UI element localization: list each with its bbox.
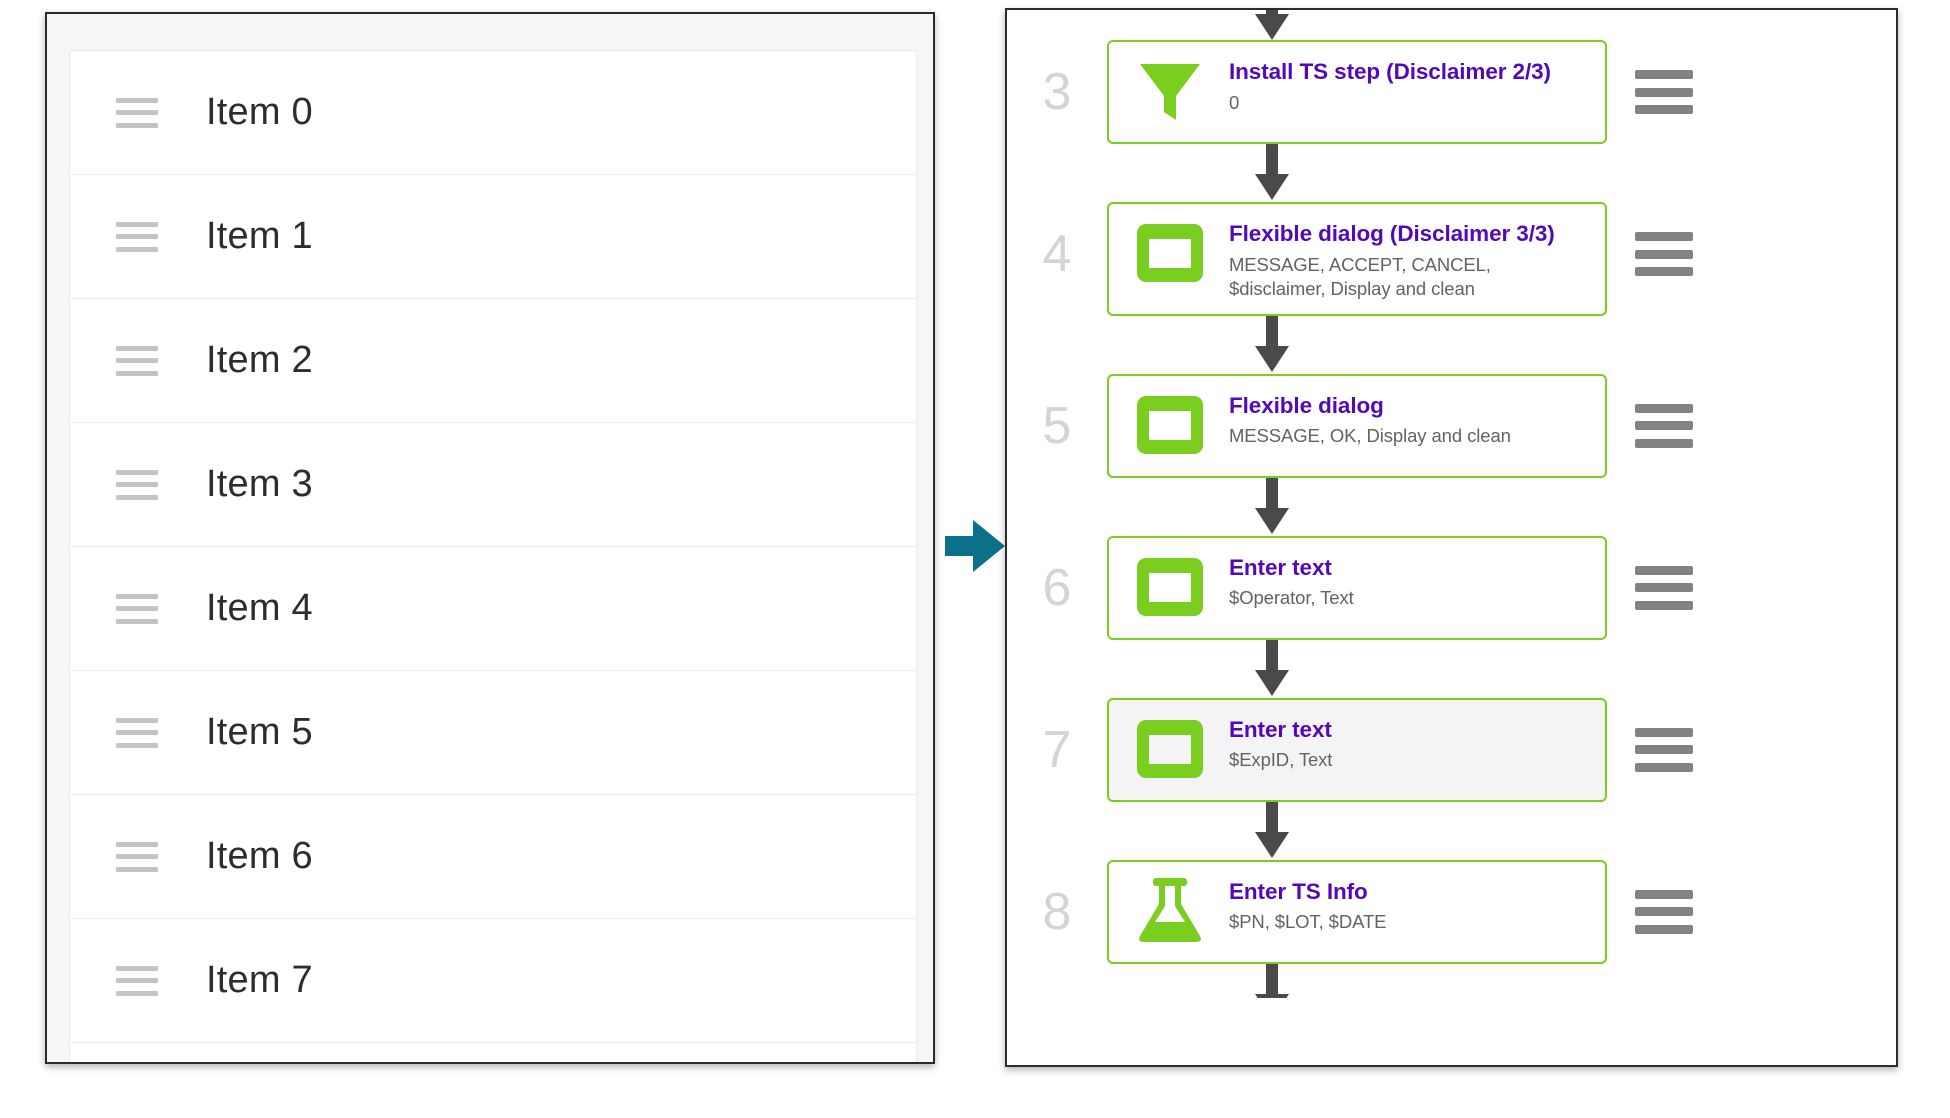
step-number: 7	[1042, 720, 1072, 779]
down-arrow-icon	[1250, 315, 1294, 374]
step-number: 6	[1042, 558, 1072, 617]
step-drag-handle-icon[interactable]	[1635, 565, 1693, 610]
drag-grip-icon[interactable]	[116, 717, 158, 748]
step-card[interactable]: Enter text $ExpID, Text	[1107, 697, 1607, 802]
step-text: Flexible dialog (Disclaimer 3/3) MESSAGE…	[1229, 217, 1591, 301]
flow-connector-incoming	[1007, 10, 1896, 40]
workflow-panel: 3 Install TS step (Disclaimer 2/3) 0	[1005, 8, 1898, 1067]
down-arrow-icon	[1250, 477, 1294, 536]
step-text: Enter text $ExpID, Text	[1229, 713, 1591, 773]
list-item-label: Item 1	[206, 215, 313, 257]
step-card[interactable]: Enter TS Info $PN, $LOT, $DATE	[1107, 859, 1607, 964]
step-drag-handle-icon[interactable]	[1635, 889, 1693, 934]
step-title: Flexible dialog	[1229, 392, 1384, 418]
step-number: 5	[1042, 396, 1072, 455]
list-item-label: Item 6	[206, 835, 313, 877]
down-arrow-icon	[1250, 144, 1294, 202]
step-drag-handle-icon[interactable]	[1635, 727, 1693, 772]
down-arrow-icon	[1250, 963, 1294, 998]
step-number: 8	[1042, 882, 1072, 941]
list-item[interactable]: Item 3	[70, 423, 916, 547]
list-item-label: Item 0	[206, 91, 313, 133]
dialog-icon	[1131, 551, 1209, 623]
down-arrow-icon	[1250, 10, 1294, 40]
list-item[interactable]: Item 5	[70, 671, 916, 795]
list-item-label: Item 2	[206, 339, 313, 381]
flask-icon	[1131, 875, 1209, 947]
step-card[interactable]: Install TS step (Disclaimer 2/3) 0	[1107, 40, 1607, 144]
flow-connector	[1007, 639, 1896, 698]
step-title: Enter TS Info	[1229, 878, 1368, 904]
drag-grip-icon[interactable]	[116, 97, 158, 128]
dialog-icon	[1131, 217, 1209, 289]
list-item[interactable]: Item 2	[70, 299, 916, 423]
step-text: Install TS step (Disclaimer 2/3) 0	[1229, 55, 1591, 115]
workflow-step[interactable]: 8 Enter TS Info $PN, $LOT, $DATE	[1007, 859, 1896, 964]
list-item-label: Item 5	[206, 711, 313, 753]
step-card[interactable]: Enter text $Operator, Text	[1107, 535, 1607, 640]
workflow-step-list: 3 Install TS step (Disclaimer 2/3) 0	[1007, 10, 1896, 1065]
workflow-step[interactable]: 3 Install TS step (Disclaimer 2/3) 0	[1007, 40, 1896, 144]
step-subtitle: 0	[1229, 91, 1240, 113]
workflow-step-selected[interactable]: 7 Enter text $ExpID, Text	[1007, 697, 1896, 802]
step-drag-handle-icon[interactable]	[1635, 403, 1693, 448]
list-item-label: Item 3	[206, 463, 313, 505]
list-item-label: Item 4	[206, 587, 313, 629]
step-title: Flexible dialog (Disclaimer 3/3)	[1229, 221, 1555, 246]
step-drag-handle-icon[interactable]	[1635, 232, 1693, 276]
step-text: Flexible dialog MESSAGE, OK, Display and…	[1229, 389, 1591, 449]
list-item[interactable]: Item 6	[70, 795, 916, 919]
list-item-partial[interactable]	[70, 1043, 916, 1062]
step-subtitle: $ExpID, Text	[1229, 749, 1333, 771]
list-item-label: Item 7	[206, 959, 313, 1001]
dialog-icon	[1131, 713, 1209, 785]
drag-grip-icon[interactable]	[116, 345, 158, 376]
drag-grip-icon[interactable]	[116, 221, 158, 252]
flow-connector	[1007, 315, 1896, 374]
list-item[interactable]: Item 4	[70, 547, 916, 671]
workflow-step[interactable]: 4 Flexible dialog (Disclaimer 3/3) MESSA…	[1007, 202, 1896, 316]
step-text: Enter text $Operator, Text	[1229, 551, 1591, 611]
list-item[interactable]: Item 0	[70, 51, 916, 175]
workflow-step[interactable]: 6 Enter text $Operator, Text	[1007, 535, 1896, 640]
right-arrow-icon	[943, 516, 1007, 576]
down-arrow-icon	[1250, 801, 1294, 860]
dialog-icon	[1131, 389, 1209, 461]
step-number: 3	[1042, 63, 1072, 121]
step-title: Install TS step (Disclaimer 2/3)	[1229, 59, 1551, 84]
flow-connector	[1007, 144, 1896, 202]
step-subtitle: MESSAGE, OK, Display and clean	[1229, 425, 1511, 447]
left-list-panel: Item 0 Item 1 Item 2 Item 3 Item 4 Item	[45, 12, 935, 1064]
workflow-step[interactable]: 5 Flexible dialog MESSAGE, OK, Display a…	[1007, 373, 1896, 478]
step-card[interactable]: Flexible dialog MESSAGE, OK, Display and…	[1107, 373, 1607, 478]
funnel-icon	[1131, 55, 1209, 127]
step-number: 4	[1042, 225, 1072, 283]
step-title: Enter text	[1229, 716, 1332, 742]
step-title: Enter text	[1229, 554, 1332, 580]
drag-grip-icon[interactable]	[116, 841, 158, 872]
item-list-card: Item 0 Item 1 Item 2 Item 3 Item 4 Item	[69, 50, 917, 1062]
flow-connector-outgoing	[1007, 963, 1896, 998]
flow-connector	[1007, 801, 1896, 860]
step-subtitle: MESSAGE, ACCEPT, CANCEL, $disclaimer, Di…	[1229, 253, 1491, 299]
drag-grip-icon[interactable]	[116, 593, 158, 624]
drag-grip-icon[interactable]	[116, 965, 158, 996]
flow-connector	[1007, 477, 1896, 536]
drag-grip-icon[interactable]	[116, 469, 158, 500]
down-arrow-icon	[1250, 639, 1294, 698]
step-text: Enter TS Info $PN, $LOT, $DATE	[1229, 875, 1591, 935]
step-drag-handle-icon[interactable]	[1635, 70, 1693, 114]
list-item[interactable]: Item 1	[70, 175, 916, 299]
step-subtitle: $PN, $LOT, $DATE	[1229, 911, 1387, 933]
step-subtitle: $Operator, Text	[1229, 587, 1354, 609]
list-item[interactable]: Item 7	[70, 919, 916, 1043]
step-card[interactable]: Flexible dialog (Disclaimer 3/3) MESSAGE…	[1107, 202, 1607, 316]
